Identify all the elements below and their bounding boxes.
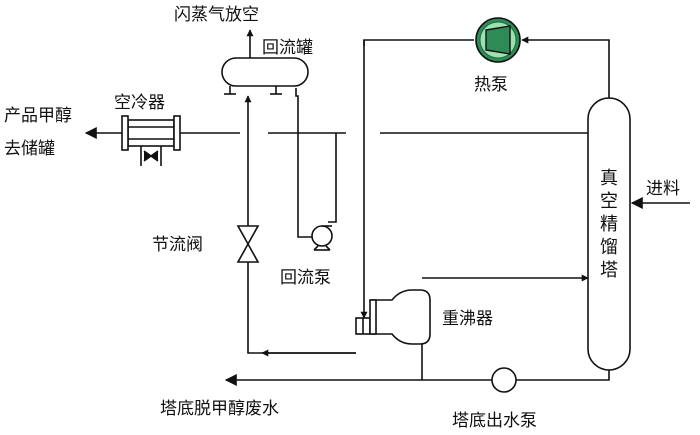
vapor-to-heat-pump-line (521, 36, 610, 104)
to-storage-label: 去储罐 (4, 139, 55, 159)
tower-label-char: 塔 (600, 260, 618, 281)
bottoms-pump-label: 塔底出水泵 (452, 411, 537, 431)
tower-label-char: 馏 (600, 237, 618, 258)
throttle-valve (236, 225, 260, 263)
tower-label-char: 真 (600, 168, 618, 189)
flash-vent-label: 闪蒸气放空 (174, 5, 259, 25)
reflux-pump-label: 回流泵 (280, 268, 331, 288)
bottoms-pump (491, 367, 517, 393)
reboiler (355, 289, 431, 345)
heat-pump-label: 热泵 (474, 75, 508, 95)
feed-label: 进料 (646, 179, 680, 199)
reflux-tank (221, 52, 309, 95)
reflux-pump (311, 225, 333, 251)
air-cooler-label: 空冷器 (114, 93, 165, 113)
reflux-tank-label: 回流罐 (262, 38, 313, 58)
compressed-vapor-line (360, 39, 474, 319)
heat-pump (475, 17, 521, 63)
tower-label: 真 空 精 馏 塔 (600, 168, 618, 281)
vacuum-distillation-tower (587, 97, 631, 371)
tower-label-char: 空 (600, 191, 618, 212)
tank-to-pump-line (295, 88, 318, 238)
bottoms-water-label: 塔底脱甲醇废水 (160, 399, 279, 419)
tower-bottom-line (516, 368, 610, 381)
throttle-valve-label: 节流阀 (152, 235, 203, 255)
pump-discharge-line (328, 133, 337, 223)
air-cooler (121, 115, 181, 166)
product-methanol-label: 产品甲醇 (4, 106, 72, 126)
reboiler-label: 重沸器 (442, 309, 493, 329)
tower-label-char: 精 (600, 214, 618, 235)
